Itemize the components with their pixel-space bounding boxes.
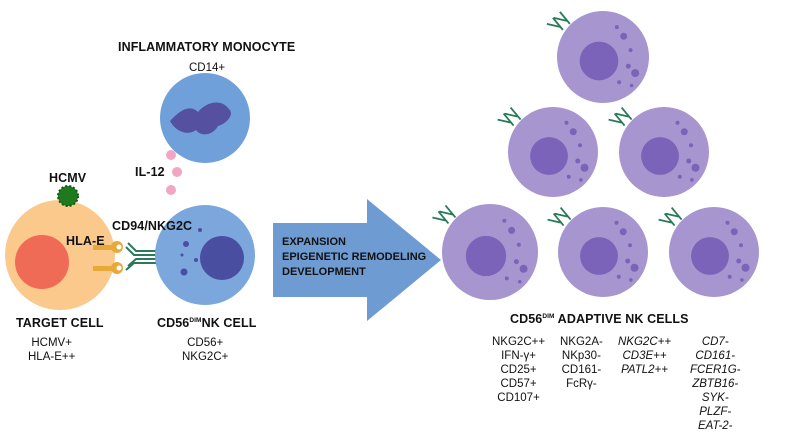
col1-item: NKG2C++ [492,336,546,348]
hcmv-virus-icon [57,185,79,207]
adaptive-markers-col4: CD7- CD161- FCER1G- ZBTB16- SYK- PLZF- E… [690,335,740,433]
adaptive-nk-cells [432,11,759,300]
col3-item: PATL2++ [621,364,668,376]
col4-item: FCER1G- [690,364,741,376]
cd94-nkg2c-receptor-icon [125,242,158,271]
col2-item: NKp30- [561,350,601,362]
col4-item: PLZF- [699,406,732,418]
col1-item: IFN-γ+ [501,350,536,362]
il-12-dots [166,150,182,195]
arrow-text-2: EPIGENETIC REMODELING [282,251,427,263]
nk-cell-graphic [155,205,255,305]
target-marker-2: HLA-E++ [28,351,76,363]
arrow-text-3: DEVELOPMENT [282,266,366,278]
adaptive-markers-col3: NKG2C++ CD3E++ PATL2++ [618,335,671,377]
target-marker-1: HCMV+ [31,337,72,349]
il-12-label: IL-12 [135,165,165,179]
col4-item: SYK- [701,392,729,404]
adaptive-nk-cell [497,107,598,197]
hla-e-label: HLA-E [66,234,105,248]
receptor-label: CD94/NKG2C [112,219,193,233]
hcmv-label: HCMV [49,171,87,185]
hla-e-ligand-icon [93,241,123,274]
adaptive-nk-cell [546,11,649,103]
adaptive-nk-cell [658,207,759,297]
col1-item: CD25+ [500,364,537,376]
col1-item: CD57+ [500,378,537,390]
arrow-text: EXPANSION EPIGENETIC REMODELING DEVELOPM… [282,235,426,280]
monocyte-title: INFLAMMATORY MONOCYTE [118,40,296,54]
col2-item: NKG2A- [560,336,603,348]
nk-marker-2: NKG2C+ [182,351,229,363]
target-cell-markers: HCMV+ HLA-E++ [28,336,75,364]
adaptive-markers-col1: NKG2C++ IFN-γ+ CD25+ CD57+ CD107+ [492,335,545,405]
col1-item: CD107+ [497,392,540,404]
col2-item: CD161- [561,364,602,376]
adaptive-markers-col2: NKG2A- NKp30- CD161- FcRγ- [560,335,603,391]
expansion-arrow [273,199,441,321]
adaptive-nk-cell [547,207,648,297]
monocyte-marker: CD14+ [189,62,226,74]
adaptive-title: CD56DIM ADAPTIVE NK CELLS [510,312,689,326]
col2-item: FcRγ- [566,378,597,390]
col4-item: EAT-2- [697,420,733,432]
monocyte-graphic [160,73,250,163]
nk-cell-markers: CD56+ NKG2C+ [182,336,228,364]
col3-item: NKG2C++ [618,336,672,348]
col4-item: CD161- [695,350,736,362]
nk-cell-title: CD56DIMNK CELL [157,316,257,330]
adaptive-nk-cell [608,107,709,197]
col3-item: CD3E++ [622,350,667,362]
target-cell-title: TARGET CELL [16,316,104,330]
target-cell-graphic [5,200,115,310]
arrow-text-1: EXPANSION [282,236,346,248]
adaptive-nk-cell [432,204,538,300]
col4-item: ZBTB16- [692,378,739,390]
nk-marker-1: CD56+ [187,337,224,349]
col4-item: CD7- [701,336,729,348]
